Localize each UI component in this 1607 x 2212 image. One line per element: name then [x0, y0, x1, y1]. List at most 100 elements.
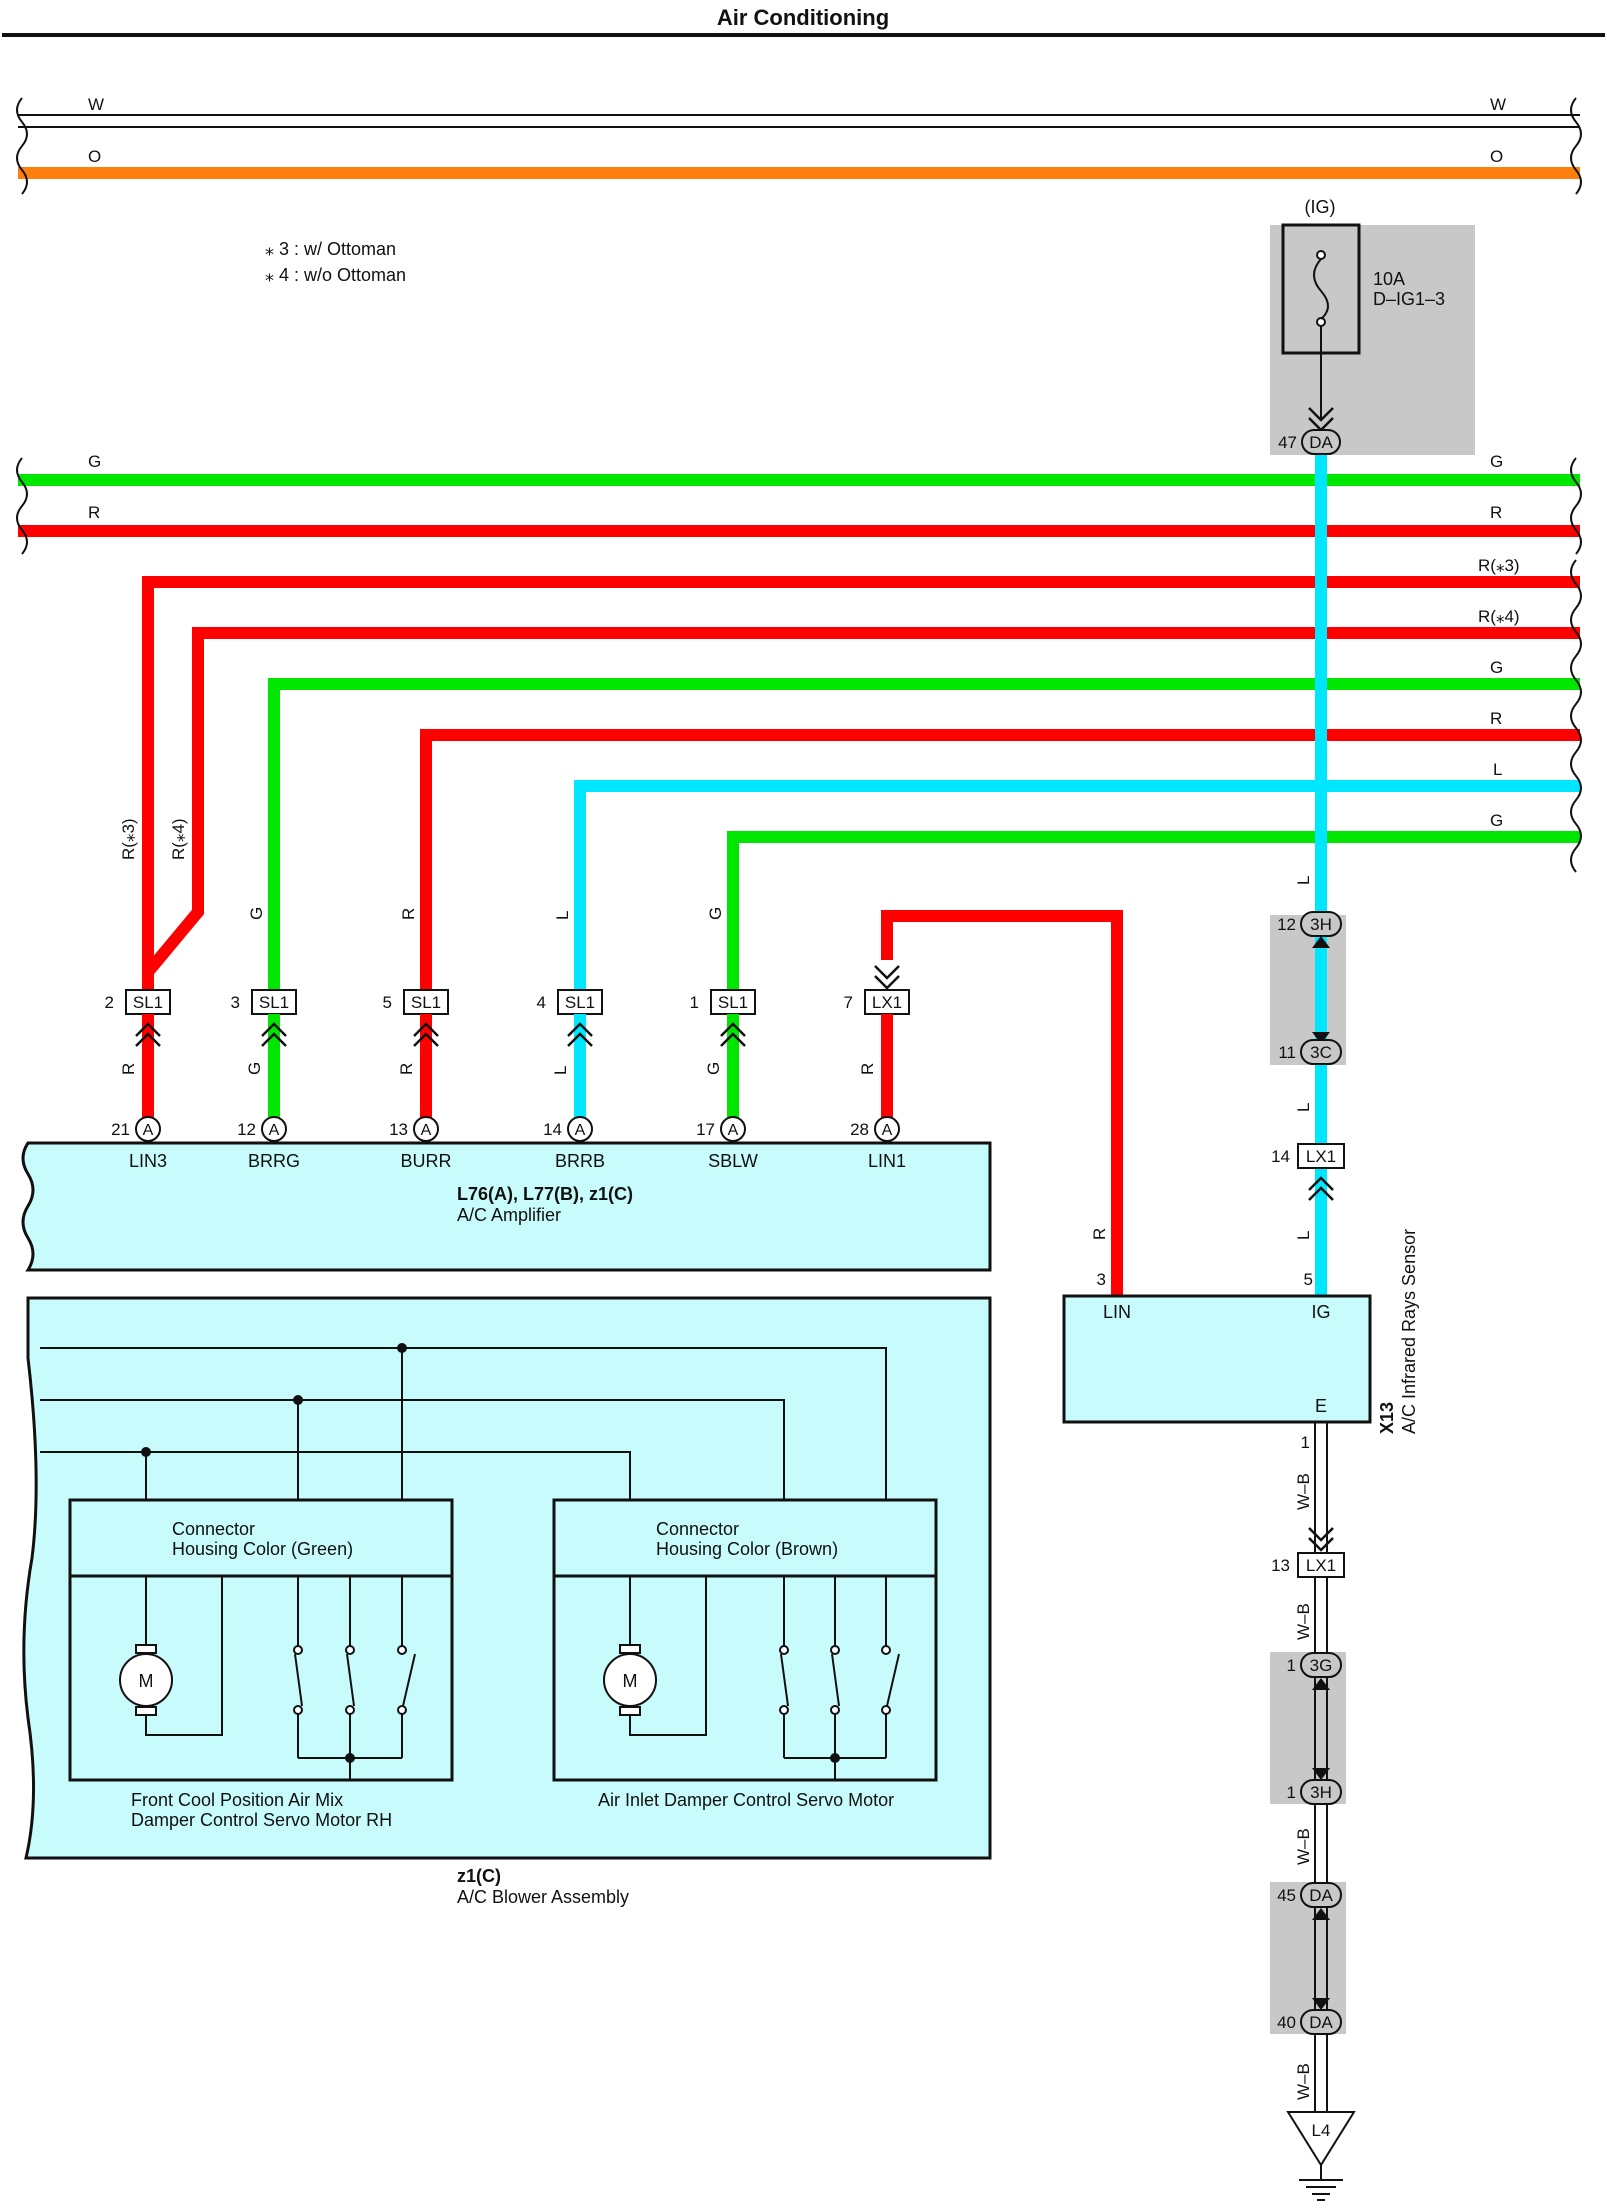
j3h-top-pin: 12 [1277, 915, 1296, 934]
sl1-label-2: SL1 [259, 993, 289, 1012]
j3g-pin: 1 [1287, 1656, 1296, 1675]
lx1-pin-top: 7 [844, 993, 853, 1012]
sl1-pin-2: 3 [231, 993, 240, 1012]
wire-label-w-right: W [1490, 95, 1506, 114]
fuse-ig-label: (IG) [1305, 197, 1336, 217]
jda45-conn: DA [1309, 1886, 1333, 1905]
vlabel-l-sensor-upper: L [1294, 1103, 1313, 1112]
wire-label-w-left: W [88, 95, 104, 114]
wire-l-vertical-cross [1315, 455, 1327, 915]
vlabel-lower-2: G [245, 1062, 264, 1075]
ground-run: 1 W–B LX1 13 W–B 3G 1 3H 1 W–B DA 45 [1271, 1422, 1356, 2201]
vlabel-wb-1: W–B [1294, 1473, 1313, 1510]
jda40-pin: 40 [1277, 2013, 1296, 2032]
vlabel-l-sensor-lower: L [1294, 1231, 1313, 1240]
infrared-sensor: 3 5 LIN IG E X13 A/C Infrared Rays Senso… [1062, 1229, 1419, 1434]
amp-pin-5: A 17 SBLW [696, 1116, 758, 1171]
sensor-e: E [1315, 1396, 1327, 1416]
junction-da40: DA 40 [1277, 2009, 1342, 2035]
vlabel-wb-4: W–B [1294, 2063, 1313, 2100]
wire-label-g1-left: G [88, 452, 101, 471]
wire-label-g3-right: G [1490, 811, 1503, 830]
sl1-label-5: SL1 [718, 993, 748, 1012]
amplifier-name: L76(A), L77(B), z1(C) [457, 1184, 633, 1204]
vlabel-lower-1: R [119, 1063, 138, 1075]
amp-pinnum-1: 21 [111, 1120, 130, 1139]
junction-3c: 3C 11 [1278, 1039, 1342, 1065]
amp-conn-6: A [882, 1122, 893, 1139]
note-no-ottoman: ⁎ 4 : w/o Ottoman [265, 265, 406, 285]
wire-label-g1-right: G [1490, 452, 1503, 471]
lx1-low-conn: LX1 [1306, 1556, 1336, 1575]
blower-desc: A/C Blower Assembly [457, 1887, 629, 1907]
sl1-conn-1: SL1 2 [105, 989, 171, 1015]
lx1-mid-pin: 14 [1271, 1147, 1290, 1166]
amp-term-4: BRRB [555, 1151, 605, 1171]
amp-conn-2: A [269, 1122, 280, 1139]
j3h-top-conn: 3H [1310, 915, 1332, 934]
wire-label-o-right: O [1490, 147, 1503, 166]
sl1-conn-3: SL1 5 [383, 989, 449, 1015]
lower-wires: R G R L G R [119, 1014, 893, 1126]
servo-right-caption: Air Inlet Damper Control Servo Motor [598, 1790, 894, 1810]
amp-conn-1: A [143, 1122, 154, 1139]
vlabel-lower-3: R [397, 1063, 416, 1075]
wire-label-g2-right: G [1490, 658, 1503, 677]
ground-label: L4 [1312, 2121, 1331, 2140]
sensor-ig: IG [1311, 1302, 1330, 1322]
wire-label-l-right: L [1493, 760, 1502, 779]
lx1-mid: LX1 14 [1271, 1143, 1345, 1201]
jda45-pin: 45 [1277, 1886, 1296, 1905]
lx1-mid-conn: LX1 [1306, 1147, 1336, 1166]
servo-right: Connector Housing Color (Brown) M Air In… [552, 1498, 938, 1810]
note-ottoman: ⁎ 3 : w/ Ottoman [265, 239, 396, 259]
lx1-low: LX1 13 [1271, 1552, 1345, 1578]
amp-pin-4: A 14 BRRB [543, 1116, 605, 1171]
fuse-pin: 47 [1278, 433, 1297, 452]
motor-label-left: M [139, 1671, 154, 1691]
blower-name: z1(C) [457, 1866, 501, 1886]
servo-left-header-2: Housing Color (Green) [172, 1539, 353, 1559]
amp-conn-5: A [728, 1122, 739, 1139]
amp-pin-1: A 21 LIN3 [111, 1116, 167, 1171]
amp-pin-6: A 28 LIN1 [850, 1116, 906, 1171]
amp-pin-3: A 13 BURR [389, 1116, 452, 1171]
vlabel-r1: R [399, 908, 418, 920]
amp-term-3: BURR [400, 1151, 451, 1171]
vlabel-lower-5: G [704, 1062, 723, 1075]
amp-pinnum-6: 28 [850, 1120, 869, 1139]
sl1-conn-4: SL1 4 [537, 989, 603, 1015]
servo-right-header-2: Housing Color (Brown) [656, 1539, 838, 1559]
vlabel-l-right: L [1294, 876, 1313, 885]
lx1-conn-top: LX1 7 [844, 965, 910, 1015]
sl1-label-4: SL1 [565, 993, 595, 1012]
top-wires: W O W O [16, 95, 1582, 195]
jda40-conn: DA [1309, 2013, 1333, 2032]
j3g-conn: 3G [1310, 1656, 1333, 1675]
servo-right-header-1: Connector [656, 1519, 739, 1539]
horizontal-wires: G R G R R(⁎3) R(⁎4) G R L G [16, 452, 1582, 995]
lx1-low-pin: 13 [1271, 1556, 1290, 1575]
wire-label-r4-right: R(⁎4) [1478, 607, 1520, 626]
sl1-pin-3: 5 [383, 993, 392, 1012]
fuse-name: D–IG1–3 [1373, 289, 1445, 309]
sl1-pin-4: 4 [537, 993, 546, 1012]
fuse-block: (IG) 10A D–IG1–3 DA 47 [1270, 197, 1475, 455]
motor-label-right: M [623, 1671, 638, 1691]
junction-3h-top: 3H 12 [1277, 911, 1342, 937]
amp-pinnum-2: 12 [237, 1120, 256, 1139]
j3c-pin: 11 [1278, 1043, 1296, 1062]
wire-label-r1-right: R [1490, 503, 1502, 522]
motor-icon [119, 1653, 173, 1707]
amp-pinnum-3: 13 [389, 1120, 408, 1139]
wire-label-r5-right: R [1490, 709, 1502, 728]
j3h-low-conn: 3H [1310, 1783, 1332, 1802]
amp-conn-3: A [421, 1122, 432, 1139]
junction-3h-low: 3H 1 [1287, 1779, 1342, 1805]
wire-label-r3-right: R(⁎3) [1478, 556, 1520, 575]
servo-left-caption-2: Damper Control Servo Motor RH [131, 1810, 392, 1830]
sensor-pin-ig: 5 [1304, 1270, 1313, 1289]
amp-term-1: LIN3 [129, 1151, 167, 1171]
right-junctions: 3H 12 3C 11 LX1 14 L L R [1090, 911, 1346, 2034]
wire-lin1-red [881, 910, 1123, 1296]
